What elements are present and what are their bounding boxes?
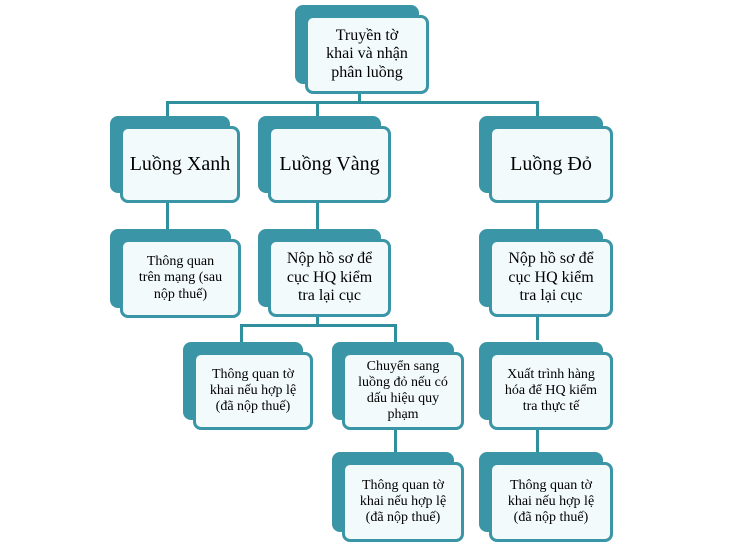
green-step1-node: Thông quan trên mạng (sau nộp thuế): [110, 229, 241, 318]
yellow-step1-label: Nộp hồ sơ để cục HQ kiểm tra lại cục: [286, 250, 373, 305]
connector-root-down: [358, 93, 361, 102]
connector-branch-b-down: [394, 426, 397, 453]
red-step2-label: Xuất trình hàng hóa để HQ kiểm tra thực …: [504, 366, 598, 415]
yellow-branch-b-next-node: Thông quan tờ khai nếu hợp lệ (đã nộp th…: [332, 452, 464, 542]
red-step1-label: Nộp hồ sơ để cục HQ kiểm tra lại cục: [508, 250, 594, 305]
connector-green-down: [166, 202, 169, 231]
yellow-step1-node: Nộp hồ sơ để cục HQ kiểm tra lại cục: [258, 229, 391, 317]
red-lane-label: Luồng Đỏ: [510, 153, 592, 175]
red-step1-node: Nộp hồ sơ để cục HQ kiểm tra lại cục: [479, 229, 613, 317]
connector-yellow-down: [316, 202, 319, 231]
yellow-lane-label: Luồng Vàng: [279, 153, 380, 175]
green-step1-label: Thông quan trên mạng (sau nộp thuế): [138, 254, 223, 302]
red-step3-node: Thông quan tờ khai nếu hợp lệ (đã nộp th…: [479, 452, 613, 542]
connector-red-step1-down: [536, 315, 539, 340]
connector-yellow-split-bar: [240, 324, 397, 327]
yellow-branch-b-next-label: Thông quan tờ khai nếu hợp lệ (đã nộp th…: [359, 477, 447, 526]
connector-top-bar: [166, 101, 538, 104]
red-step3-label: Thông quan tờ khai nếu hợp lệ (đã nộp th…: [507, 477, 595, 526]
connector-to-green: [166, 101, 169, 118]
yellow-branch-a-node: Thông quan tờ khai nếu hợp lệ (đã nộp th…: [183, 342, 313, 430]
root-node-label: Truyền tờ khai và nhận phân luồng: [326, 26, 408, 81]
red-step2-node: Xuất trình hàng hóa để HQ kiểm tra thực …: [479, 342, 613, 430]
root-node: Truyền tờ khai và nhận phân luồng: [295, 5, 429, 94]
red-lane-node: Luồng Đỏ: [479, 116, 613, 203]
green-lane-node: Luồng Xanh: [110, 116, 240, 203]
connector-to-red: [536, 101, 539, 118]
yellow-branch-a-label: Thông quan tờ khai nếu hợp lệ (đã nộp th…: [209, 366, 297, 415]
connector-red-down: [536, 202, 539, 231]
connector-to-branch-b: [394, 324, 397, 345]
green-lane-label: Luồng Xanh: [129, 153, 231, 175]
connector-yellow-split-down: [316, 315, 319, 325]
connector-to-branch-a: [240, 324, 243, 345]
yellow-branch-b-node: Chuyển sang luồng đỏ nếu có dấu hiệu quy…: [332, 342, 464, 430]
connector-red-step2-down: [536, 426, 539, 453]
yellow-lane-node: Luồng Vàng: [258, 116, 391, 203]
connector-to-yellow: [316, 101, 319, 118]
yellow-branch-b-label: Chuyển sang luồng đỏ nếu có dấu hiệu quy…: [358, 358, 448, 423]
